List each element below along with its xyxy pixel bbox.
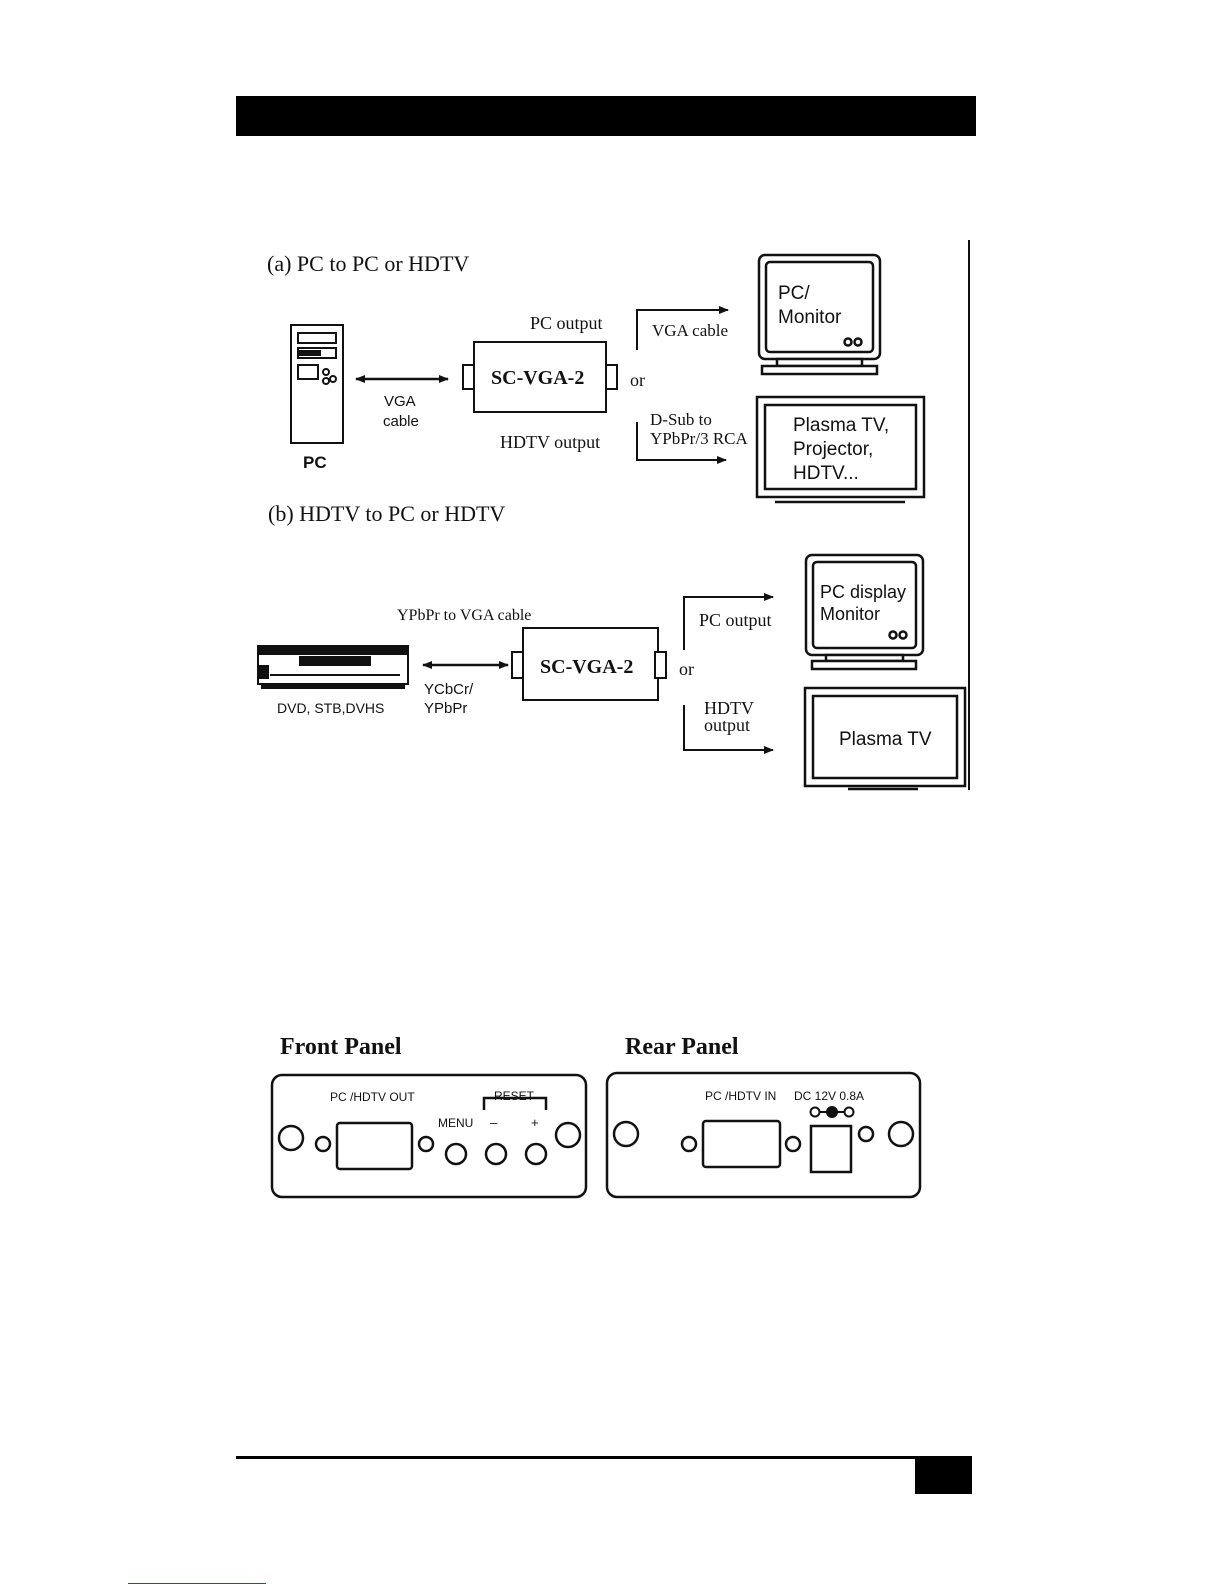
crt-monitor-icon-b [804, 553, 925, 671]
vga-cable-label-a: VGA cable [652, 321, 728, 340]
hdtv-output-label-a: HDTV output [500, 432, 600, 452]
converter-label-a: SC-VGA-2 [491, 367, 584, 389]
tv-label-a-1: Plasma TV, [793, 415, 889, 436]
signal-label-2: YPbPr [424, 700, 467, 717]
polarity-icon [809, 1106, 855, 1118]
pc-label: PC [303, 453, 327, 472]
vga-cable-label-2: cable [383, 413, 419, 430]
pc-tower-icon [290, 324, 344, 444]
tv-label-b: Plasma TV [839, 729, 932, 750]
dsub-label-2: YPbPr/3 RCA [650, 429, 748, 448]
hdtv-output-label-b-1: HDTV [704, 698, 754, 718]
converter-label-b: SC-VGA-2 [540, 656, 633, 678]
pc-output-arrow-b [683, 593, 774, 650]
section-a-title: (a) PC to PC or HDTV [267, 251, 469, 276]
ypbpr-cable-label: YPbPr to VGA cable [397, 607, 531, 624]
front-panel-title: Front Panel [280, 1034, 402, 1060]
front-port-label: PC /HDTV OUT [330, 1090, 415, 1104]
header-bar [236, 96, 976, 136]
converter-box-b [511, 627, 667, 701]
plus-label: + [531, 1115, 539, 1130]
rear-panel [605, 1071, 922, 1199]
menu-label: MENU [438, 1116, 473, 1130]
converter-box-a [462, 341, 618, 413]
rear-panel-title: Rear Panel [625, 1034, 739, 1060]
hdtv-output-label-b-2: output [704, 715, 750, 735]
monitor-label-b-2: Monitor [820, 604, 880, 624]
vga-cable-label-1: VGA [384, 393, 416, 410]
pc-output-arrow-a [636, 306, 729, 350]
monitor-label-a-2: Monitor [778, 307, 842, 328]
monitor-label-a-1: PC/ [778, 283, 810, 304]
tv-label-a-3: HDTV... [793, 463, 859, 484]
section-b-title: (b) HDTV to PC or HDTV [268, 501, 505, 526]
dsub-label-1: D-Sub to [650, 410, 712, 429]
plasma-tv-icon-b [803, 686, 967, 791]
hdtv-output-arrow-a [636, 422, 727, 464]
plasma-tv-icon-a [755, 395, 926, 504]
crt-monitor-icon-a [757, 253, 882, 376]
dvd-player-icon [257, 645, 409, 689]
pc-output-label-b: PC output [699, 610, 772, 630]
hdtv-output-arrow-b [683, 705, 774, 754]
monitor-label-b-1: PC display [820, 582, 906, 602]
power-label: DC 12V 0.8A [794, 1089, 864, 1103]
front-panel [270, 1073, 588, 1199]
tv-label-a-2: Projector, [793, 439, 873, 460]
or-label-a: or [630, 370, 645, 390]
footer-rule [236, 1456, 972, 1459]
or-label-b: or [679, 659, 694, 679]
dvd-label: DVD, STB,DVHS [277, 700, 384, 716]
rear-port-label: PC /HDTV IN [705, 1089, 776, 1103]
page-number-box [915, 1456, 972, 1494]
reset-label: RESET [494, 1089, 535, 1103]
minus-label: – [490, 1115, 498, 1130]
signal-label-1: YCbCr/ [424, 681, 474, 698]
pc-output-label-a: PC output [530, 313, 603, 333]
bottom-link-underline [128, 1583, 266, 1584]
